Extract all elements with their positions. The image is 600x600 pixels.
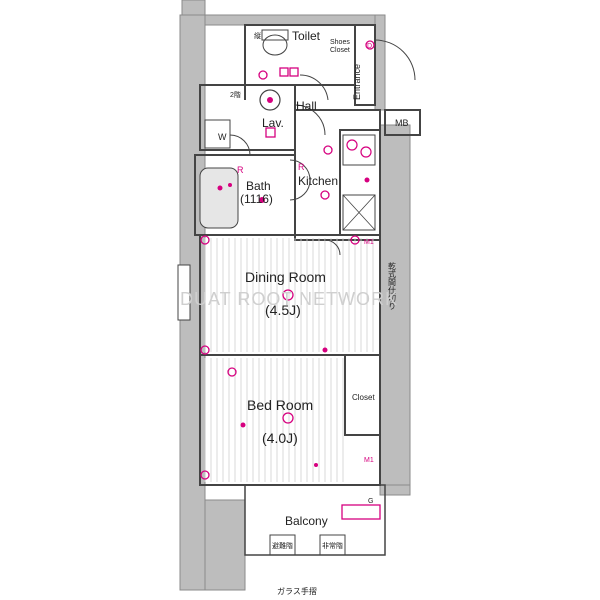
doors [229,39,416,256]
fridge-fixture [342,194,376,231]
g-label: G [368,498,373,505]
dining-room-label: Dining Room [245,269,326,285]
glass-rail-label: ガラス手摺 [277,586,317,596]
evac-left-label: 避難階 [272,541,293,550]
washer-jp2-label: 縦 [254,31,261,40]
bed-room-label: Bed Room [247,397,313,413]
stove-fixture [342,134,376,166]
sink-fixture [259,89,281,111]
bed-m1-label: M1 [364,457,374,464]
shoes-label: Shoes [330,39,350,46]
electrical-symbols [200,40,381,520]
floor-pattern [204,238,374,482]
lav-label: Lav. [262,116,284,130]
toilet-fixture [261,29,289,56]
entrance-label: Entrance [352,64,362,100]
washer-w-label: W [218,132,227,142]
closet-label: Closet [352,393,375,402]
bed-size-label: (4.0J) [262,430,298,446]
washer-jp-label: 2階 [230,90,241,99]
bath-label: Bath [246,179,271,193]
kitchen-m1-label: M1 [364,239,374,246]
toilet-label: Toilet [292,29,321,43]
watermark: DUAT ROOT NETWORK [180,289,398,309]
kitchen-label: Kitchen [298,174,338,188]
evac-hatches [269,534,346,556]
washer-fixture [204,119,231,149]
dining-size-label: (4.5J) [265,302,301,318]
bathtub [199,167,239,229]
bath-r-label: R [237,165,244,175]
closet-label-top: Closet [330,47,350,54]
electrical-dots [217,177,370,467]
mb-label: MB [395,118,409,128]
d-label: D [367,43,372,50]
window-left [177,264,191,321]
bath-size-label: (1116) [240,192,273,206]
kitchen-r-label: R [298,162,305,172]
dry-partition-label: 乾式間仕切り [388,261,397,310]
hall-label: Hall [296,99,317,113]
evac-right-label: 非常階 [322,541,343,550]
balcony-label: Balcony [285,514,328,528]
interior-walls [194,24,421,556]
